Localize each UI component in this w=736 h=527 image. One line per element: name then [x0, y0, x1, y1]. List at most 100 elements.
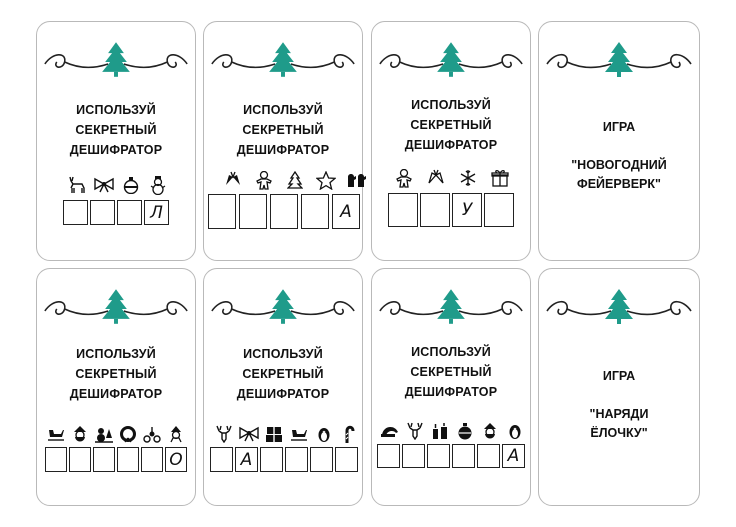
instruction-line: ДЕШИФРАТОР — [236, 387, 330, 401]
card-5: ИСПОЛЬЗУЙ СЕКРЕТНЫЙ ДЕШИФРАТОР О — [36, 268, 196, 506]
instruction-line: ДЕШИФРАТОР — [404, 385, 498, 399]
answer-box[interactable]: А — [235, 447, 258, 472]
tree-swirl-decoration — [546, 289, 692, 324]
answer-box[interactable]: Л — [144, 200, 169, 225]
cipher-icons — [63, 175, 171, 195]
answer-box[interactable] — [301, 194, 329, 229]
card-4: ИГРА "НОВОГОДНИЙ ФЕЙЕРВЕРК" — [538, 21, 700, 261]
answer-box[interactable] — [117, 447, 139, 472]
cipher-instructions: ИСПОЛЬЗУЙ СЕКРЕТНЫЙ ДЕШИФРАТОР — [204, 344, 362, 404]
answer-box[interactable] — [427, 444, 450, 468]
answer-box[interactable] — [377, 444, 400, 468]
bells-icon — [217, 170, 248, 190]
bow-icon — [236, 424, 261, 444]
cipher-instructions: ИСПОЛЬЗУЙ СЕКРЕТНЫЙ ДЕШИФРАТОР — [37, 344, 195, 404]
answer-box[interactable] — [45, 447, 67, 472]
cipher-icons — [217, 170, 372, 190]
tree-swirl-decoration — [379, 289, 523, 324]
game-name-line: ФЕЙЕРВЕРК" — [577, 177, 661, 191]
answer-box[interactable]: А — [502, 444, 525, 468]
instruction-line: СЕКРЕТНЫЙ — [75, 123, 157, 137]
ornament-ball-icon — [452, 421, 477, 441]
santa-hat-icon — [377, 421, 402, 441]
answer-boxes: А — [208, 194, 360, 229]
tree-swirl-decoration — [211, 42, 355, 77]
cipher-instructions: ИСПОЛЬЗУЙ СЕКРЕТНЫЙ ДЕШИФРАТОР — [37, 100, 195, 160]
reindeer-icon — [63, 175, 90, 195]
instruction-line: СЕКРЕТНЫЙ — [75, 367, 157, 381]
tree-icon — [279, 170, 310, 190]
sleigh-icon — [44, 424, 68, 444]
answer-box[interactable] — [260, 447, 283, 472]
elf-icon — [164, 424, 188, 444]
answer-box[interactable] — [285, 447, 308, 472]
answer-box[interactable]: У — [452, 193, 482, 227]
cipher-icons — [44, 424, 188, 444]
cipher-instructions: ИСПОЛЬЗУЙ СЕКРЕТНЫЙ ДЕШИФРАТОР — [372, 342, 530, 402]
snowflake-icon — [452, 168, 484, 188]
penguin-icon — [311, 424, 336, 444]
game-label: ИГРА — [602, 369, 636, 383]
answer-box[interactable]: А — [332, 194, 360, 229]
answer-box[interactable] — [402, 444, 425, 468]
answer-box[interactable] — [420, 193, 450, 227]
answer-boxes: О — [45, 447, 187, 472]
answer-box[interactable] — [452, 444, 475, 468]
instruction-line: ИСПОЛЬЗУЙ — [76, 347, 156, 361]
answer-box[interactable] — [63, 200, 88, 225]
instruction-line: СЕКРЕТНЫЙ — [242, 123, 324, 137]
answer-box[interactable] — [477, 444, 500, 468]
answer-box[interactable] — [69, 447, 91, 472]
tree-icon — [437, 289, 465, 324]
answer-boxes: А — [210, 447, 358, 472]
ornament-ball-icon — [117, 175, 144, 195]
answer-box[interactable]: О — [165, 447, 187, 472]
card-6: ИСПОЛЬЗУЙ СЕКРЕТНЫЙ ДЕШИФРАТОР А — [203, 268, 363, 506]
gingerbread-icon — [388, 168, 420, 188]
sleigh-icon — [286, 424, 311, 444]
tree-icon — [269, 289, 297, 324]
game-name-line: "НОВОГОДНИЙ — [571, 158, 667, 172]
snowman-icon — [144, 175, 171, 195]
game-name-line: "НАРЯДИ — [589, 407, 649, 421]
answer-box[interactable] — [90, 200, 115, 225]
answer-box[interactable] — [310, 447, 333, 472]
answer-box[interactable] — [335, 447, 358, 472]
reindeer-head-icon — [402, 421, 427, 441]
instruction-line: ИСПОЛЬЗУЙ — [411, 98, 491, 112]
tree-icon — [437, 42, 465, 77]
game-name-line: ЁЛОЧКУ" — [590, 426, 648, 440]
answer-box[interactable] — [208, 194, 236, 229]
answer-box[interactable] — [239, 194, 267, 229]
answer-box[interactable] — [93, 447, 115, 472]
reindeer-head-icon — [211, 424, 236, 444]
tree-swirl-decoration — [211, 289, 355, 324]
instruction-line: СЕКРЕТНЫЙ — [410, 365, 492, 379]
gift-icon — [484, 168, 516, 188]
cipher-icons — [211, 424, 361, 444]
holly-icon — [140, 424, 164, 444]
star-icon — [310, 170, 341, 190]
tree-icon — [605, 289, 633, 324]
answer-box[interactable] — [388, 193, 418, 227]
cipher-icons — [388, 168, 516, 188]
game-name: "НОВОГОДНИЙ ФЕЙЕРВЕРК" — [539, 156, 699, 194]
game-name: "НАРЯДИ ЁЛОЧКУ" — [539, 405, 699, 443]
instruction-line: ДЕШИФРАТОР — [69, 143, 163, 157]
instruction-line: ИСПОЛЬЗУЙ — [411, 345, 491, 359]
tree-icon — [605, 42, 633, 77]
answer-boxes: У — [388, 193, 514, 227]
answer-box[interactable] — [484, 193, 514, 227]
cipher-instructions: ИСПОЛЬЗУЙ СЕКРЕТНЫЙ ДЕШИФРАТОР — [204, 100, 362, 160]
instruction-line: ИСПОЛЬЗУЙ — [243, 103, 323, 117]
answer-box[interactable] — [141, 447, 163, 472]
bells-icon — [420, 168, 452, 188]
candles-icon — [427, 421, 452, 441]
card-1: ИСПОЛЬЗУЙ СЕКРЕТНЫЙ ДЕШИФРАТОР Л — [36, 21, 196, 261]
game-label: ИГРА — [602, 120, 636, 134]
tree-swirl-decoration — [44, 42, 188, 77]
answer-box[interactable] — [270, 194, 298, 229]
answer-box[interactable] — [210, 447, 233, 472]
instruction-line: ДЕШИФРАТОР — [236, 143, 330, 157]
answer-box[interactable] — [117, 200, 142, 225]
